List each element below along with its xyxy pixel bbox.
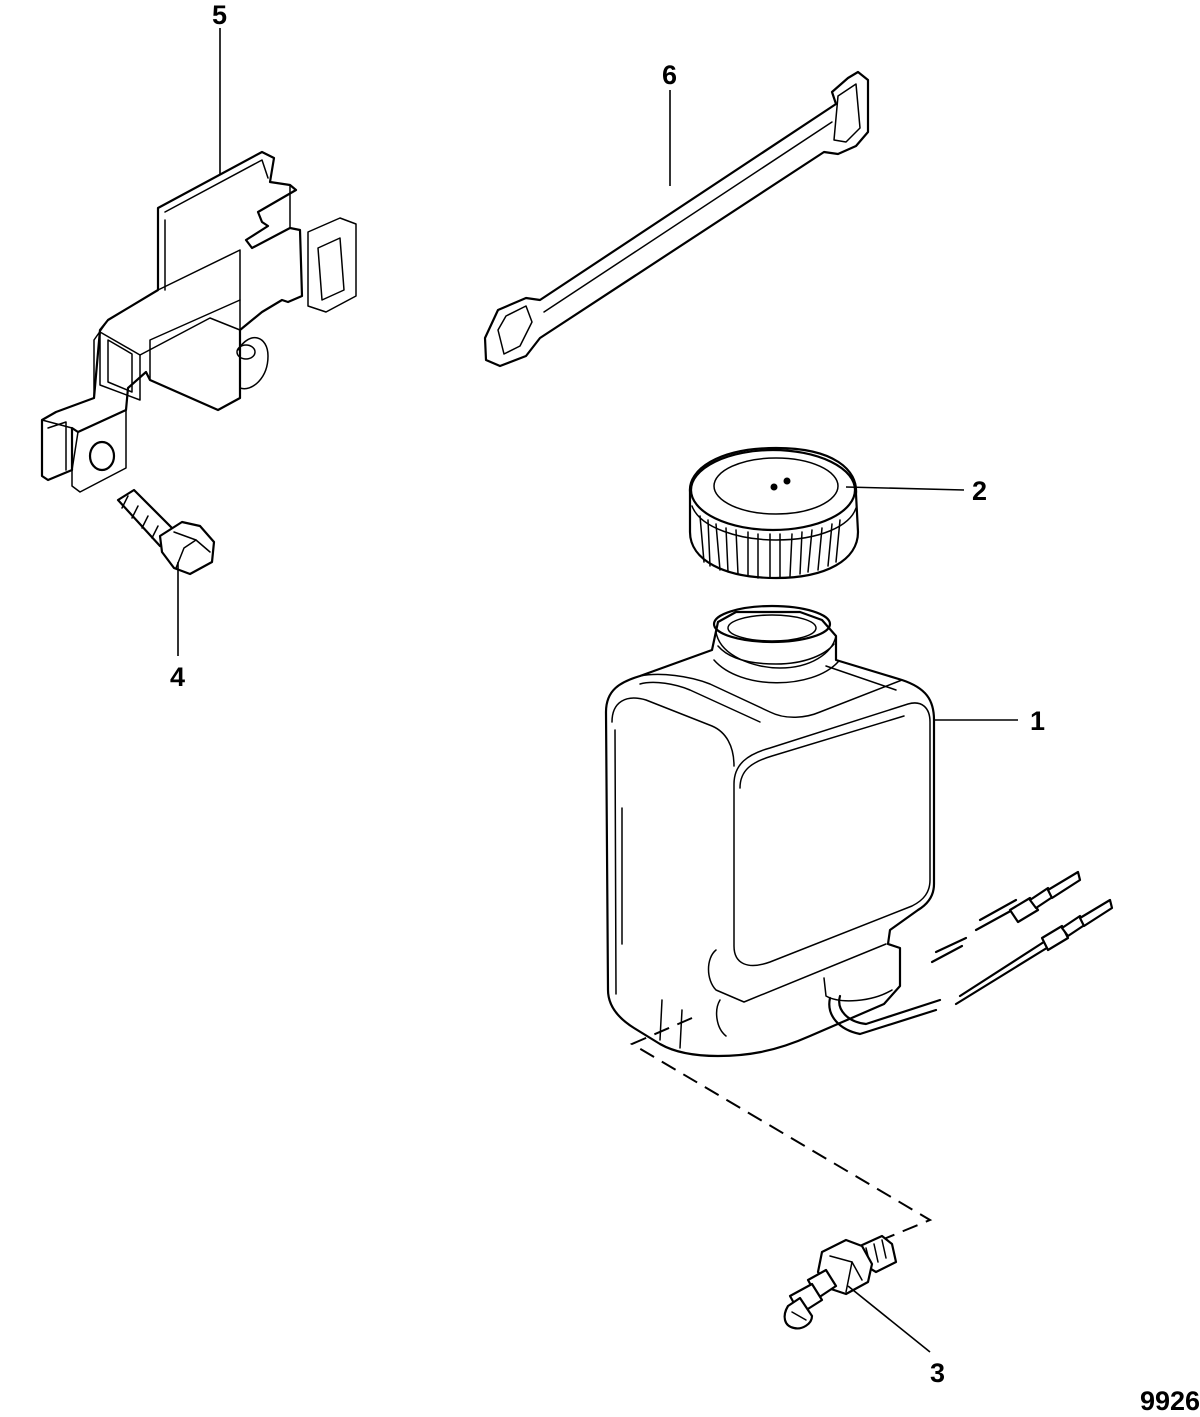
callout-1: 1 xyxy=(1030,706,1045,736)
mounting-bracket-part xyxy=(40,150,357,493)
callout-2: 2 xyxy=(972,476,987,506)
leader-line-3 xyxy=(847,1285,931,1353)
fluid-reservoir-part xyxy=(604,604,1114,1058)
callout-3: 3 xyxy=(930,1358,945,1388)
callout-4: 4 xyxy=(170,662,185,692)
callout-5: 5 xyxy=(212,0,227,30)
assembly-dashed-line xyxy=(629,1017,933,1249)
strap-part xyxy=(483,70,870,368)
bolt-part xyxy=(116,488,216,576)
figure-number: 9926 xyxy=(1140,1386,1200,1416)
reservoir-cap-part xyxy=(688,446,860,580)
leader-line-2 xyxy=(845,486,965,491)
hose-fitting-part xyxy=(783,1234,898,1330)
callout-6: 6 xyxy=(662,60,677,90)
